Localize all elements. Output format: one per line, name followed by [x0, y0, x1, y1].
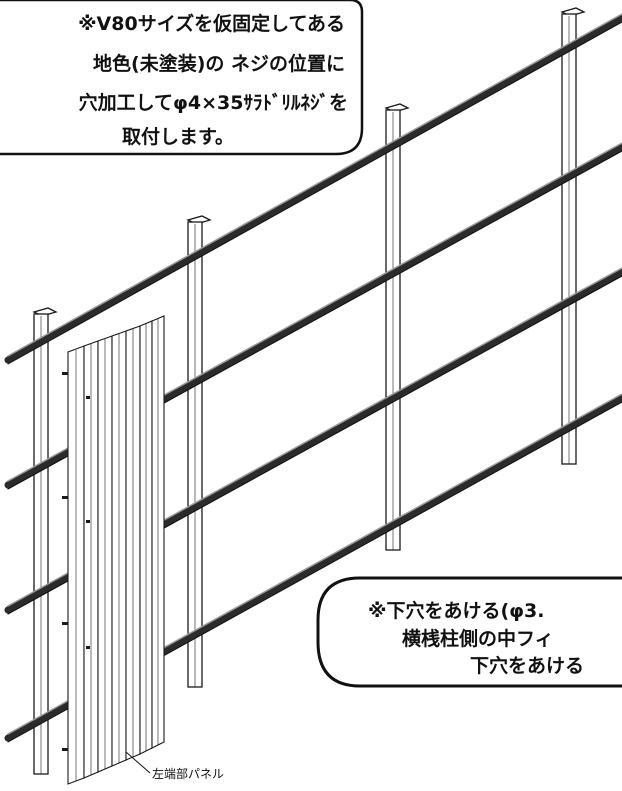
callout-top-line-4: 取付します。	[122, 125, 234, 148]
panel-label-group: 左端部パネル	[125, 751, 224, 781]
callout-top-line-1: ※V80サイズを仮固定してある	[78, 12, 345, 35]
post-2	[186, 215, 212, 688]
callout-bottom-line-2: 横桟柱側の中フィ	[402, 627, 554, 650]
rail-1	[4, 13, 622, 365]
label-leader-line	[125, 751, 151, 774]
callout-top-line-3: 穴加工してφ4×35ｻﾗﾄﾞﾘﾙﾈｼﾞを	[79, 91, 348, 114]
callout-top-line-2: 地色(未塗装)の ネジの位置に	[93, 52, 345, 75]
callout-bottom-line-1: ※下穴をあける(φ3.	[368, 599, 544, 622]
post-3	[384, 103, 410, 551]
callout-bottom-line-3: 下穴をあける	[470, 654, 584, 677]
posts	[32, 7, 586, 775]
callout-top: ※V80サイズを仮固定してある 地色(未塗装)の ネジの位置に 穴加工してφ4×…	[0, 0, 364, 156]
left-end-panel	[62, 315, 165, 785]
screw-marks	[62, 372, 90, 751]
callout-bottom: ※下穴をあける(φ3. 横桟柱側の中フィ 下穴をあける	[316, 576, 622, 688]
post-1	[32, 307, 58, 775]
panel-label: 左端部パネル	[152, 766, 224, 781]
post-4	[560, 7, 586, 465]
